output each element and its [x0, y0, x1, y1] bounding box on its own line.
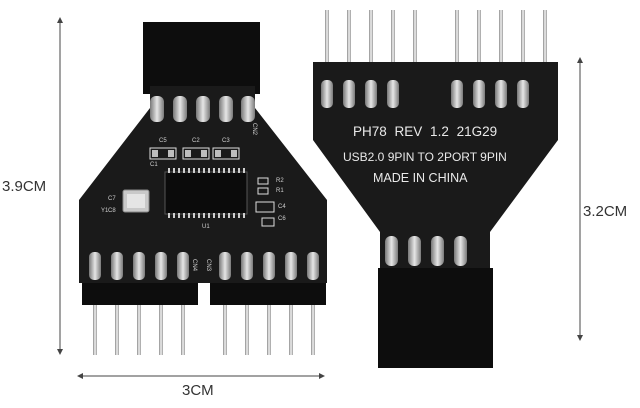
height-label-right: 3.2CM — [583, 203, 628, 220]
silk-label-c4: C4 — [278, 204, 286, 210]
silk-label-cn2: CN2 — [251, 122, 258, 136]
silk-label-y1: Y1 — [101, 208, 109, 214]
back-board — [313, 10, 558, 368]
silk-label-c5: C5 — [159, 138, 167, 144]
silk-label-c7: C7 — [108, 196, 116, 202]
ic-u1 — [164, 171, 248, 215]
code-text: 21G29 — [456, 124, 498, 139]
bottom-solder-pads — [89, 252, 319, 280]
capacitor-row — [149, 147, 240, 160]
model-text: PH78 — [353, 124, 387, 139]
top-solder-pads — [150, 96, 255, 122]
revision-text: REV 1.2 — [394, 124, 449, 139]
back-pcb — [313, 62, 558, 272]
width-label-bottom: 3CM — [182, 382, 214, 399]
silk-label-c3: C3 — [222, 138, 230, 144]
bottom-header-right — [210, 283, 326, 305]
silk-label-cn4: CN4 — [191, 258, 198, 272]
silk-label-c2: C2 — [192, 138, 200, 144]
height-label-left: 3.9CM — [2, 178, 47, 195]
top-connector — [143, 22, 260, 94]
dimension-lines — [57, 17, 583, 379]
resistor-group — [255, 177, 275, 227]
ic-pins — [168, 168, 245, 218]
back-bottom-pads — [385, 236, 467, 266]
silkscreen-model-line: PH78 REV 1.2 21G29 — [353, 124, 497, 139]
back-top-pins — [325, 10, 547, 65]
silk-label-r1: R1 — [276, 188, 284, 194]
silk-label-c8: C8 — [108, 208, 116, 214]
front-bottom-pins — [93, 305, 315, 355]
silkscreen-description: USB2.0 9PIN TO 2PORT 9PIN — [343, 150, 507, 164]
back-top-pads — [321, 80, 529, 108]
silk-label-cn3: CN3 — [205, 258, 212, 272]
silk-label-u1: U1 — [202, 224, 210, 230]
silk-label-c6: C6 — [278, 216, 286, 222]
bottom-header-left — [82, 283, 198, 305]
silkscreen-origin: MADE IN CHINA — [373, 171, 468, 185]
silk-label-r2: R2 — [276, 178, 284, 184]
silk-label-c1: C1 — [150, 162, 158, 168]
back-bottom-connector — [378, 268, 493, 368]
front-board — [79, 22, 327, 355]
